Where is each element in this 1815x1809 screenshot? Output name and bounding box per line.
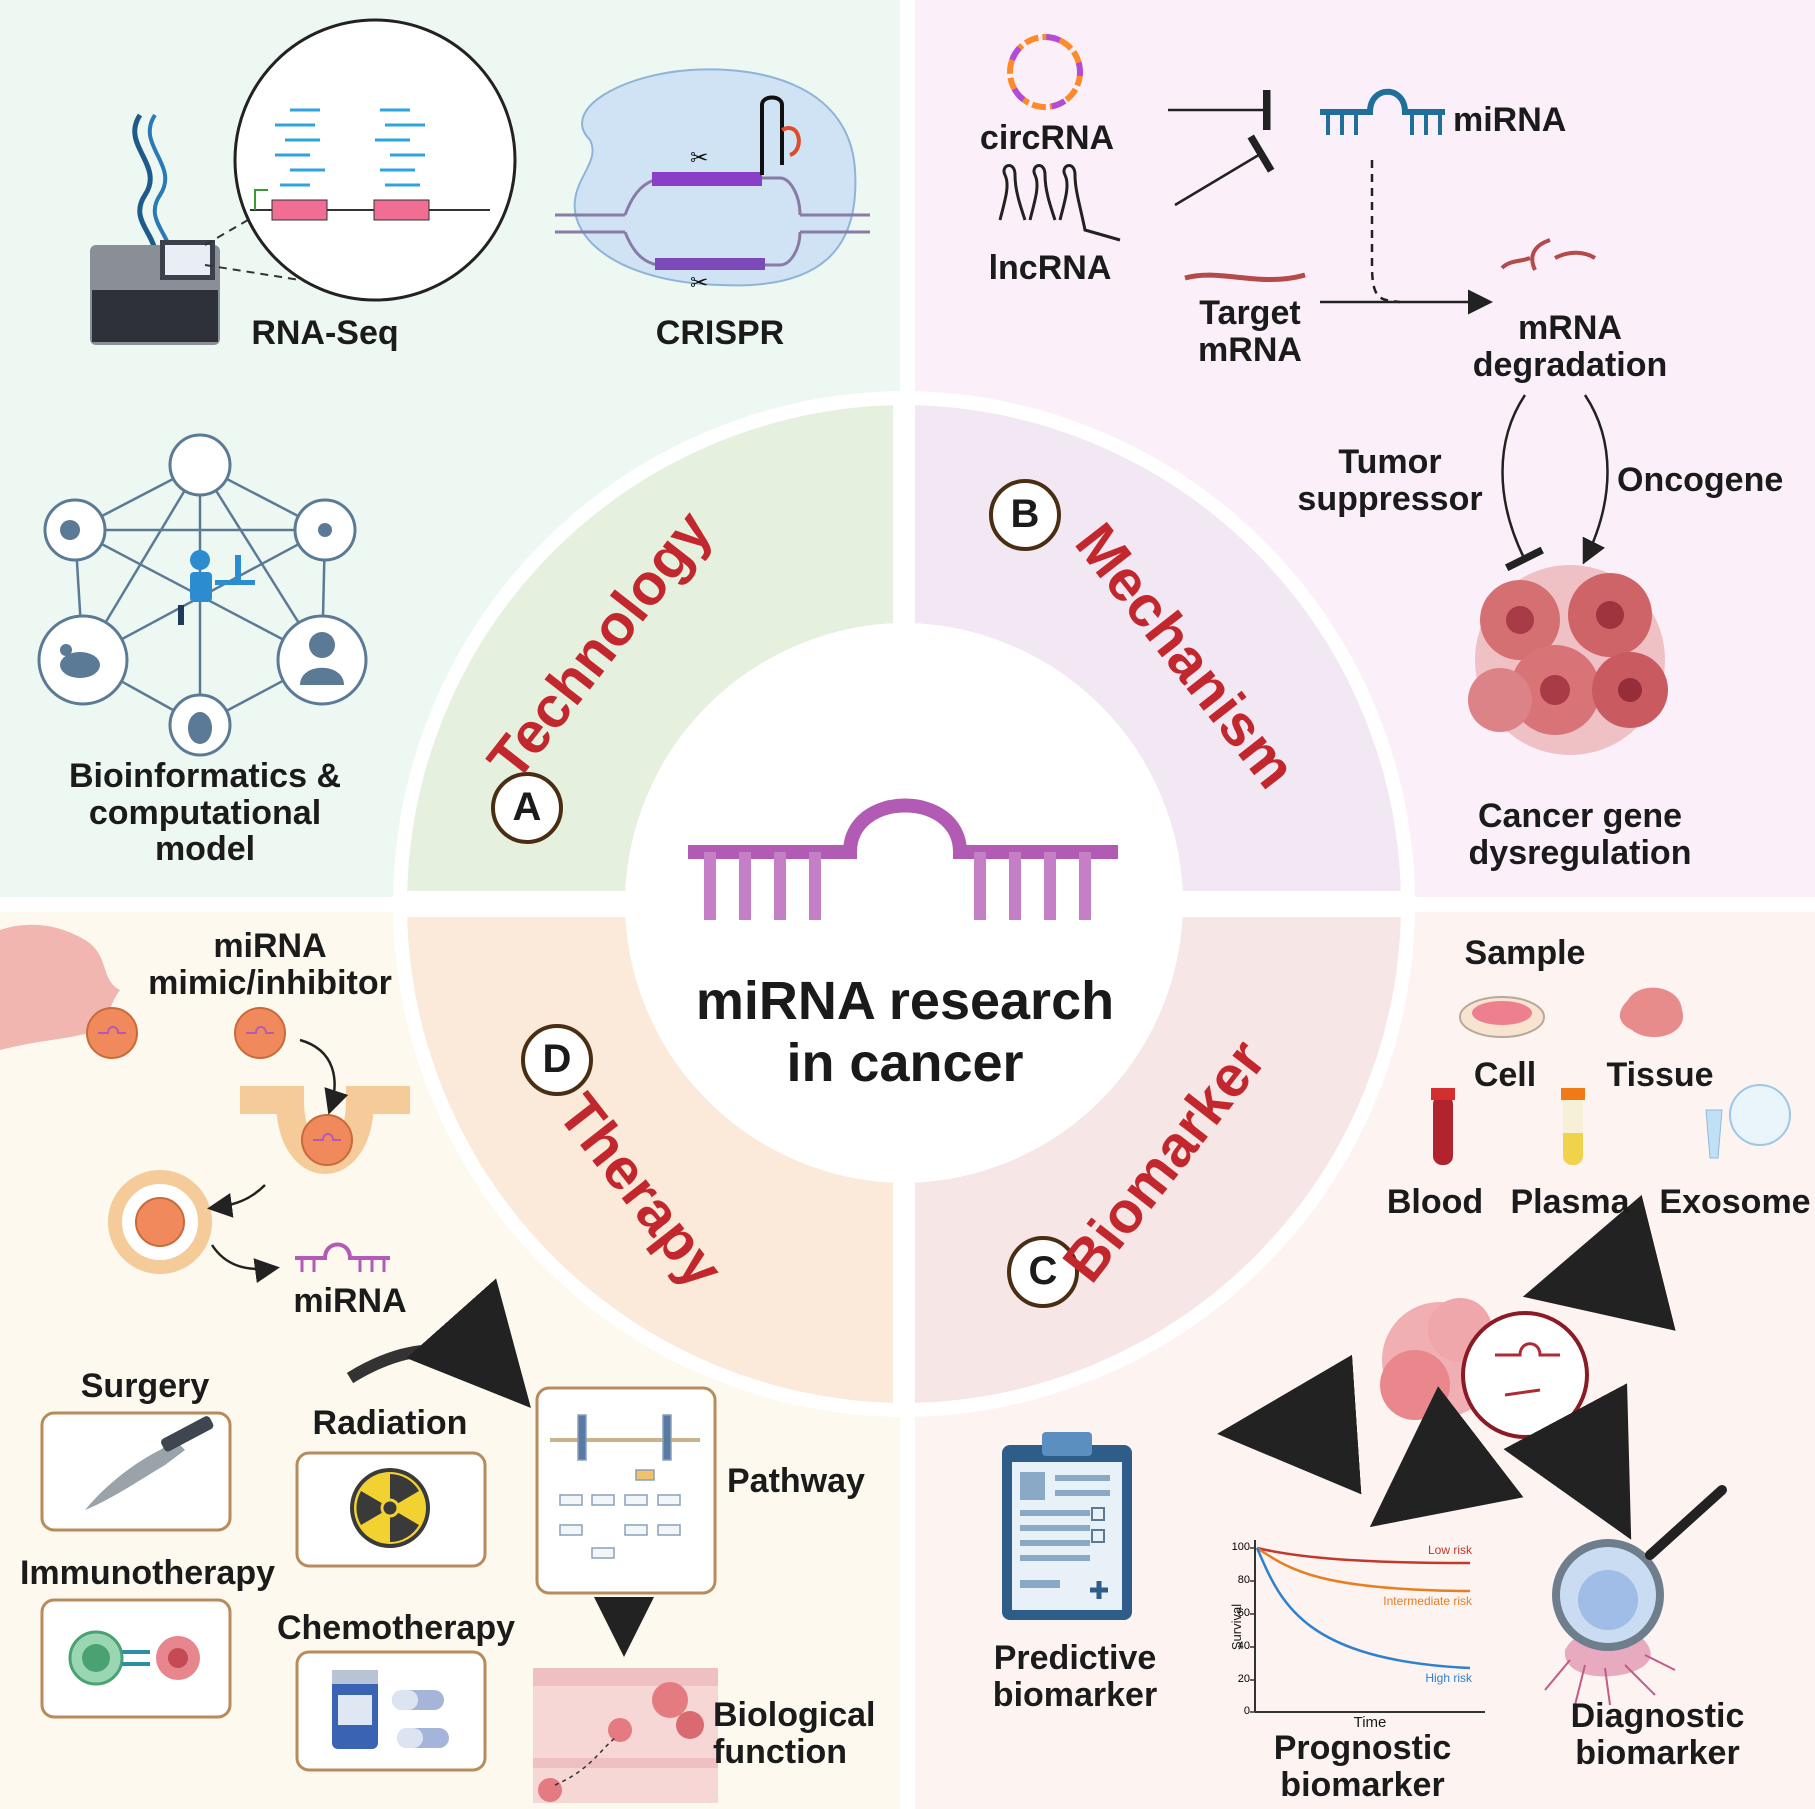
diagnostic-biomarker-label: Diagnostic biomarker <box>1545 1698 1770 1771</box>
letter-c: C <box>1028 1249 1058 1293</box>
chemotherapy-label: Chemotherapy <box>276 1609 516 1647</box>
survival-plot <box>1250 1540 1485 1713</box>
network-icon <box>37 433 368 757</box>
bio-line1: Biological <box>713 1696 876 1734</box>
immunotherapy-icon <box>68 1630 200 1686</box>
survival-xlabel: Time <box>1353 1714 1387 1731</box>
ytick: 0 <box>1243 1705 1250 1717</box>
predictive-line2: biomarker <box>992 1675 1158 1714</box>
diagnostic-line2: biomarker <box>1575 1733 1740 1772</box>
tumor-cluster-icon <box>1468 565 1668 755</box>
target-mrna-label: Target mRNA <box>1180 295 1320 368</box>
crispr-label: CRISPR <box>655 314 785 352</box>
letter-d: D <box>542 1037 572 1081</box>
biomarker-tumor-icon <box>1380 1298 1589 1439</box>
target-mrna-icon <box>1184 272 1306 283</box>
lncrna-icon <box>998 164 1121 242</box>
svg-text:✂: ✂ <box>690 145 708 170</box>
degraded-mrna-icon <box>1500 238 1597 271</box>
sample-label: Sample <box>1464 934 1586 972</box>
low-risk-label: Low risk <box>1427 1543 1472 1557</box>
rnaseq-label: RNA-Seq <box>251 314 399 352</box>
nanoparticle-icons <box>86 1007 353 1247</box>
rnaseq-zoom <box>204 18 517 302</box>
predictive-biomarker-label: Predictive biomarker <box>975 1640 1175 1713</box>
circrna-icon <box>1007 34 1083 110</box>
center-title: miRNA research in cancer <box>640 970 1170 1094</box>
exosome-label: Exosome <box>1659 1183 1811 1221</box>
circrna-label: circRNA <box>979 119 1115 157</box>
miRNA-label-mech: miRNA <box>1453 101 1567 139</box>
degradation-line1: mRNA <box>1518 309 1622 347</box>
bioinformatics-label: Bioinformatics & computational model <box>30 758 380 868</box>
crispr-icon: ✂ ✂ <box>555 68 870 295</box>
therapy-mirna-icon <box>295 1242 390 1272</box>
biological-function-icon <box>533 1668 718 1803</box>
lncrna-label: lncRNA <box>988 249 1112 287</box>
ytick: 60 <box>1237 1607 1250 1619</box>
bioinfo-line2: computational <box>88 793 322 832</box>
mrna-degradation-label: mRNA degradation <box>1445 310 1695 383</box>
center-title-line2: in cancer <box>786 1033 1024 1094</box>
chemotherapy-icon <box>332 1670 449 1749</box>
radiation-icon <box>350 1468 430 1548</box>
central-mirna-icon <box>688 798 1118 920</box>
immunotherapy-label: Immunotherapy <box>19 1554 276 1592</box>
cancer-dysregulation-label: Cancer gene dysregulation <box>1430 798 1730 871</box>
diagnostic-line1: Diagnostic <box>1570 1697 1745 1735</box>
ytick: 20 <box>1237 1673 1250 1685</box>
pathway-label: Pathway <box>727 1462 865 1500</box>
plasma-label: Plasma <box>1510 1183 1630 1221</box>
tumor-line2: suppressor <box>1297 479 1483 518</box>
biological-function-label: Biological function <box>713 1697 875 1770</box>
ring <box>392 390 1416 1418</box>
intermediate-risk-label: Intermediate risk <box>1383 1594 1472 1608</box>
sample-icons <box>1431 987 1791 1165</box>
oncogene-label: Oncogene <box>1617 461 1784 499</box>
mimic-line2: mimic/inhibitor <box>148 963 392 1002</box>
pathway-icon <box>550 1414 700 1559</box>
bio-line2: function <box>713 1732 848 1771</box>
degradation-line2: degradation <box>1472 345 1668 384</box>
svg-text:✂: ✂ <box>690 270 708 295</box>
prognostic-biomarker-label: Prognostic biomarker <box>1250 1730 1475 1803</box>
target-line2: mRNA <box>1198 330 1302 369</box>
prognostic-line1: Prognostic <box>1273 1729 1452 1767</box>
clipboard-icon <box>1002 1432 1132 1620</box>
surgery-label: Surgery <box>80 1367 210 1405</box>
mechanism-mirna-icon <box>1320 88 1445 135</box>
radiation-label: Radiation <box>312 1404 468 1442</box>
magnifier-icon <box>1544 1485 1727 1706</box>
bioinfo-line1: Bioinformatics & <box>68 757 342 795</box>
ytick: 80 <box>1237 1574 1250 1586</box>
letter-b: B <box>1010 492 1040 536</box>
dysreg-line1: Cancer gene <box>1477 797 1683 835</box>
high-risk-label: High risk <box>1425 1671 1472 1685</box>
ytick: 100 <box>1231 1541 1250 1553</box>
sequencer-icon <box>90 113 220 345</box>
center-title-line1: miRNA research <box>695 971 1115 1031</box>
target-line1: Target <box>1199 294 1301 332</box>
mimic-line1: miRNA <box>213 927 327 965</box>
letter-a: A <box>512 785 542 829</box>
therapy-mirna-label: miRNA <box>293 1282 407 1320</box>
cell-label: Cell <box>1473 1056 1537 1094</box>
blood-label: Blood <box>1386 1183 1484 1221</box>
ytick: 40 <box>1237 1640 1250 1652</box>
dysreg-line2: dysregulation <box>1468 833 1692 872</box>
bioinfo-line3: model <box>154 830 256 869</box>
tissue-label: Tissue <box>1606 1056 1714 1094</box>
predictive-line1: Predictive <box>993 1639 1157 1677</box>
mimic-inhibitor-label: miRNA mimic/inhibitor <box>125 928 415 1001</box>
tumor-line1: Tumor <box>1338 443 1442 481</box>
prognostic-line2: biomarker <box>1280 1765 1445 1804</box>
tumor-suppressor-label: Tumor suppressor <box>1280 444 1500 517</box>
letter-circles <box>491 479 1079 1308</box>
scalpel-icon <box>85 1416 214 1510</box>
